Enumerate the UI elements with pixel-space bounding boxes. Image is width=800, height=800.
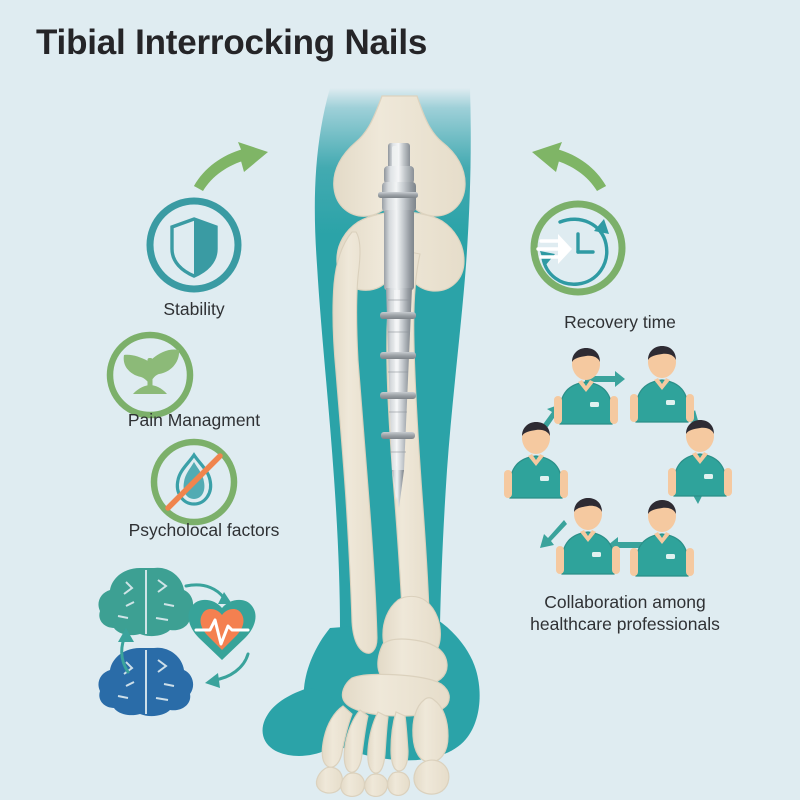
icon-stability-shield[interactable] [146, 197, 242, 293]
healthcare-team-cycle-icon[interactable] [504, 346, 732, 577]
brain-icon-teal [98, 567, 194, 637]
label-collaboration-line-2: healthcare professionals [530, 614, 720, 635]
bone-fibula [332, 231, 378, 654]
no-flame-icon [165, 452, 223, 511]
label-recovery-time: Recovery time [564, 312, 676, 332]
label-collaboration-line-1: Collaboration among [544, 592, 706, 612]
sprout-plant-icon [123, 349, 180, 394]
green-curved-arrow-right [194, 142, 268, 191]
team-person [630, 500, 694, 577]
team-person [630, 346, 694, 423]
intramedullary-nail-implant [378, 143, 418, 508]
heart-ecg-icon [188, 599, 256, 660]
icon-pain-managment-plant[interactable] [106, 331, 194, 419]
locking-screws [378, 192, 418, 439]
label-stability: Stability [163, 299, 225, 319]
fast-clock-icon [536, 217, 609, 286]
team-person [556, 498, 620, 575]
shield-icon [170, 217, 218, 278]
cycle-arrow-heads [118, 592, 232, 688]
brain-icon-blue [98, 647, 194, 717]
label-collaboration: Collaboration among healthcare professio… [510, 591, 740, 636]
icon-psycholocal-no-flame[interactable] [150, 438, 238, 526]
page-title: Tibial Interrocking Nails [36, 23, 428, 62]
team-person [504, 422, 568, 499]
team-person [554, 348, 618, 425]
brain-heart-cycle-diagram[interactable] [98, 567, 256, 717]
icon-recovery-time-clock[interactable] [530, 200, 626, 296]
team-person [668, 420, 732, 497]
label-psycholocal-factors: Psycholocal factors [128, 520, 280, 540]
label-pain-managment: Pain Managment [127, 410, 261, 430]
green-curved-arrow-left [532, 142, 606, 191]
bone-group-foot [315, 638, 450, 797]
